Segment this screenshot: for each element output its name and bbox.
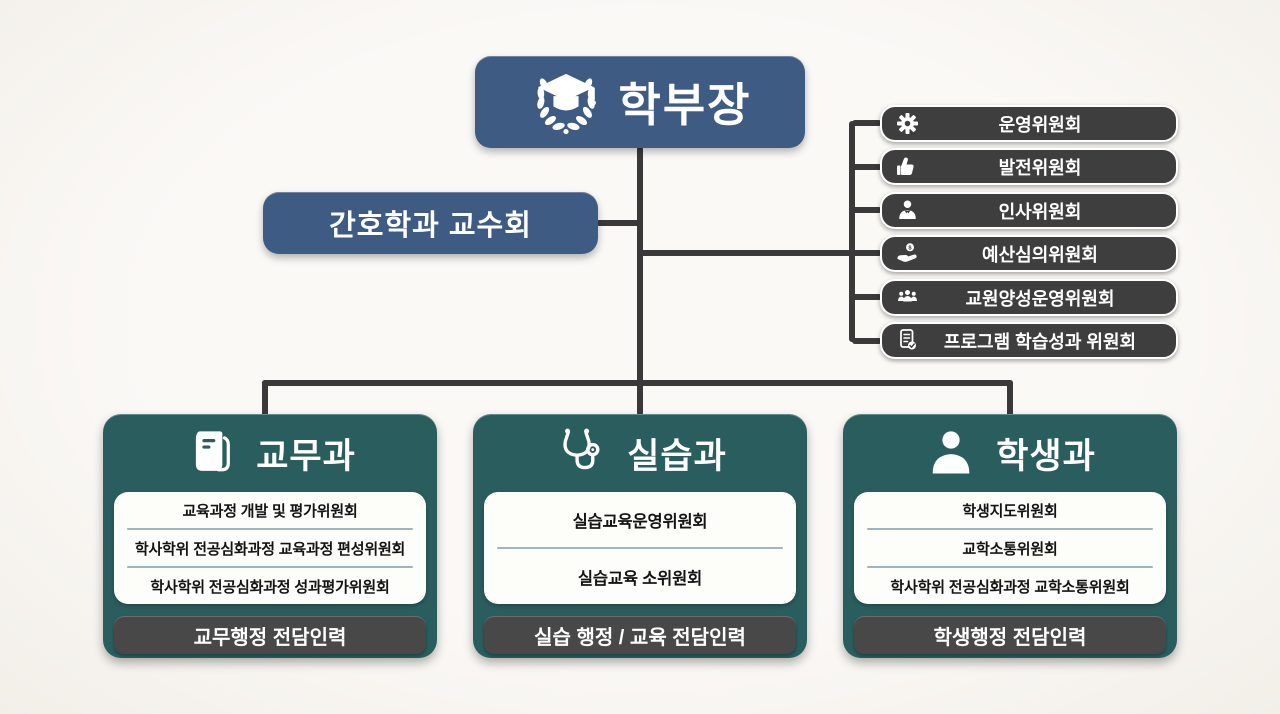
book-icon (184, 426, 238, 480)
hand-coin-icon (895, 241, 920, 266)
panel-divider (867, 566, 1153, 568)
dept-committee-panel: 학생지도위원회 교학소통위원회 학사학위 전공심화과정 교학소통위원회 (854, 492, 1166, 604)
connector-trunk-vertical (637, 146, 643, 416)
connector-dept-stub-right (1007, 380, 1013, 418)
committee-label: 발전위원회 (998, 157, 1082, 178)
dept-header: 학생과 (843, 414, 1177, 492)
faculty-council-box: 간호학과 교수회 (263, 192, 598, 254)
committee-label: 인사위원회 (998, 201, 1082, 222)
committee-label: 운영위원회 (998, 114, 1082, 135)
document-check-icon (895, 328, 920, 353)
connector-committee-stub (852, 120, 882, 126)
connector-committee-stub (852, 250, 882, 256)
dept-box-practice: 실습과 실습교육운영위원회 실습교육 소위원회 실습 행정 / 교육 전담인력 (473, 414, 807, 658)
dept-header: 실습과 (473, 414, 807, 492)
committee-row-learning-outcomes: 프로그램 학습성과 위원회 (880, 322, 1178, 359)
people-group-icon (895, 285, 920, 310)
panel-divider (497, 547, 783, 549)
committee-row-teacher-training: 교원양성운영위원회 (880, 279, 1178, 316)
dept-committee-item: 교학소통위원회 (962, 540, 1058, 558)
dept-title: 실습과 (627, 436, 727, 476)
laurel-cap-icon (529, 68, 603, 136)
connector-committees-branch (640, 250, 852, 256)
dept-committee-item: 실습교육 소위원회 (577, 569, 703, 588)
connector-departments-horizontal (262, 380, 1013, 386)
dept-title: 교무과 (256, 436, 356, 476)
connector-committee-stub (852, 207, 882, 213)
dept-box-academic-affairs: 교무과 교육과정 개발 및 평가위원회 학사학위 전공심화과정 교육과정 편성위… (103, 414, 437, 658)
connector-committee-stub (852, 164, 882, 170)
staff-bar: 교무행정 전담인력 (114, 616, 426, 654)
committee-row-development: 발전위원회 (880, 148, 1178, 185)
panel-divider (867, 528, 1153, 530)
connector-committee-stub (852, 338, 882, 344)
connector-council-branch (596, 220, 640, 226)
dept-committee-item: 실습교육운영위원회 (572, 512, 708, 531)
dept-committee-item: 학사학위 전공심화과정 교육과정 편성위원회 (134, 540, 406, 558)
panel-divider (127, 566, 413, 568)
connector-dept-stub-left (262, 380, 268, 418)
dean-label: 학부장 (618, 79, 752, 131)
thumbs-up-icon (895, 154, 920, 179)
committee-row-personnel: 인사위원회 (880, 192, 1178, 229)
dean-box: 학부장 (475, 56, 805, 148)
person-tie-icon (895, 198, 920, 223)
faculty-council-label: 간호학과 교수회 (329, 210, 532, 242)
committee-row-budget: 예산심의위원회 (880, 235, 1178, 272)
dept-box-student-affairs: 학생과 학생지도위원회 교학소통위원회 학사학위 전공심화과정 교학소통위원회 … (843, 414, 1177, 658)
gear-icon (895, 111, 920, 136)
panel-divider (127, 528, 413, 530)
connector-committees-vertical (849, 121, 855, 342)
staff-bar: 학생행정 전담인력 (854, 616, 1166, 654)
dept-committee-item: 학사학위 전공심화과정 교학소통위원회 (890, 578, 1130, 596)
staff-bar: 실습 행정 / 교육 전담인력 (484, 616, 796, 654)
committee-row-operations: 운영위원회 (880, 105, 1178, 142)
connector-committee-stub (852, 294, 882, 300)
dept-committee-panel: 실습교육운영위원회 실습교육 소위원회 (484, 492, 796, 604)
dept-header: 교무과 (103, 414, 437, 492)
committee-label: 교원양성운영위원회 (965, 288, 1115, 309)
dept-committee-item: 교육과정 개발 및 평가위원회 (182, 502, 358, 520)
dept-committee-item: 학사학위 전공심화과정 성과평가위원회 (150, 578, 390, 596)
committee-label: 프로그램 학습성과 위원회 (943, 331, 1137, 352)
dept-title: 학생과 (996, 436, 1096, 476)
committee-label: 예산심의위원회 (982, 244, 1098, 265)
stethoscope-icon (553, 425, 609, 481)
person-icon (924, 426, 978, 480)
dept-committee-item: 학생지도위원회 (962, 502, 1058, 520)
dept-committee-panel: 교육과정 개발 및 평가위원회 학사학위 전공심화과정 교육과정 편성위원회 학… (114, 492, 426, 604)
